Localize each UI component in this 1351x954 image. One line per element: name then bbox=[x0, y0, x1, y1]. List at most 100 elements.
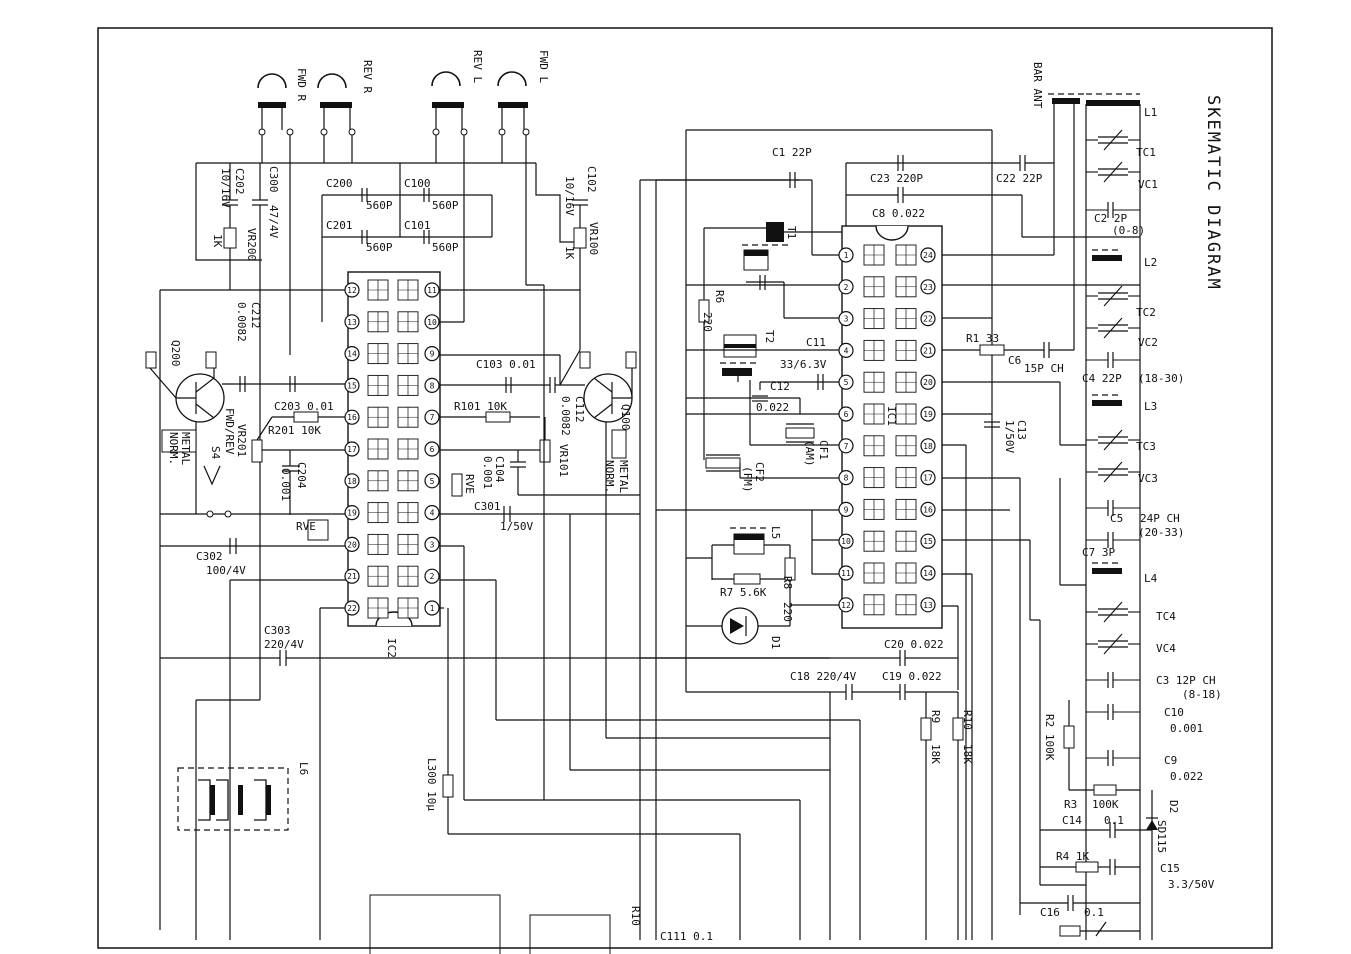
cap-c302 bbox=[229, 538, 237, 554]
ic1-left-pin bbox=[838, 342, 854, 358]
ic2-right-pin-number: 9 bbox=[430, 350, 435, 359]
label-c5: C5 bbox=[1110, 512, 1123, 525]
pot-vr201 bbox=[251, 439, 263, 463]
label-r101: R101 10K bbox=[454, 400, 507, 413]
ic1-left-pin-number: 3 bbox=[844, 315, 849, 324]
ic2-left-pin bbox=[344, 536, 360, 553]
label-c103: C103 0.01 bbox=[476, 358, 536, 371]
ic1-left-pin bbox=[838, 438, 854, 454]
label-l1: L1 bbox=[1144, 106, 1157, 119]
label-ic1: IC1 bbox=[885, 406, 898, 426]
label-r3-v: 100K bbox=[1092, 798, 1119, 811]
label-r3: R3 bbox=[1064, 798, 1077, 811]
label-c301: C301 bbox=[474, 500, 501, 513]
ic2-left-pin-number: 21 bbox=[347, 572, 357, 581]
label-r10: R10 bbox=[961, 710, 974, 730]
label-metal-b: METAL bbox=[617, 460, 630, 493]
ic1-left-pin bbox=[838, 406, 854, 422]
label-c3: C3 12P CH bbox=[1156, 674, 1216, 687]
cap-c6 bbox=[1043, 342, 1050, 358]
cap-c204 bbox=[282, 465, 300, 472]
ic2-left-pin-number: 13 bbox=[347, 318, 357, 327]
ic2-left-pin bbox=[344, 314, 360, 330]
ic1-right-pin-number: 20 bbox=[923, 378, 933, 387]
label-c22: C22 22P bbox=[996, 172, 1043, 185]
label-c200: C200 bbox=[326, 177, 353, 190]
label-l5: L5 bbox=[769, 526, 782, 539]
label-tc2: TC2 bbox=[1136, 306, 1156, 319]
label-c5-v: 24P CH bbox=[1140, 512, 1180, 525]
ic2-right-pin bbox=[424, 409, 440, 425]
head-rev-l-label: REV L bbox=[471, 50, 484, 83]
label-t1: T1 bbox=[785, 226, 798, 239]
ic1-right-pin bbox=[920, 470, 936, 486]
ic1-left-pin bbox=[838, 501, 854, 517]
transistor-q200 bbox=[175, 373, 225, 423]
ic1-left-pin-number: 6 bbox=[844, 410, 849, 419]
ic1-right-pin bbox=[920, 342, 936, 358]
ic2-right-pin bbox=[424, 282, 440, 298]
label-metal-a: METAL bbox=[179, 432, 192, 465]
ic1-left-pin bbox=[838, 374, 854, 390]
label-c4-r: (18-30) bbox=[1138, 372, 1184, 385]
cap-c104 bbox=[510, 461, 526, 468]
label-560d: 560P bbox=[432, 241, 459, 254]
diode-d2 bbox=[1146, 790, 1158, 940]
pot-vr200 bbox=[223, 227, 237, 249]
head-fwd-r: FWD R bbox=[257, 68, 308, 136]
ic2-left-pin bbox=[344, 346, 360, 362]
label-rve-b: RVE bbox=[296, 520, 316, 533]
ic2-right-pin-number: 11 bbox=[427, 286, 437, 295]
resistor-r1 bbox=[979, 344, 1005, 356]
label-c12-v: 0.022 bbox=[756, 401, 789, 414]
label-c14: C14 bbox=[1062, 814, 1082, 827]
left-labels: C202 10/16V C300 47/4V VR200 1K C212 0.0… bbox=[167, 166, 713, 943]
cap-c112 bbox=[549, 377, 556, 393]
label-c6-v: 15P CH bbox=[1024, 362, 1064, 375]
label-c15: C15 bbox=[1160, 862, 1180, 875]
label-c11-v: 33/6.3V bbox=[780, 358, 827, 371]
label-vr101: VR101 bbox=[557, 444, 570, 477]
inductor-l6 bbox=[177, 767, 289, 831]
ic1-right-pin bbox=[920, 279, 936, 295]
label-c303-v: 220/4V bbox=[264, 638, 304, 651]
ic1-right-pin-number: 16 bbox=[923, 505, 933, 514]
ic1-right-pin bbox=[920, 565, 936, 581]
head-rev-r-label: REV R bbox=[361, 60, 374, 93]
label-c8: C8 0.022 bbox=[872, 207, 925, 220]
label-c212-v: 0.0082 bbox=[235, 302, 248, 342]
resistor-r101 bbox=[485, 411, 511, 423]
label-l300: L300 10μ bbox=[425, 758, 438, 811]
label-vr100-v: 1K bbox=[563, 246, 576, 260]
label-c2: C2 2P bbox=[1094, 212, 1127, 225]
head-rev-r: REV R bbox=[317, 60, 374, 136]
ic1-right-pin-number: 15 bbox=[923, 537, 933, 546]
label-c6: C6 bbox=[1008, 354, 1021, 367]
ic2-left-pin bbox=[344, 282, 360, 298]
ic2-right-pin-number: 3 bbox=[430, 540, 435, 549]
ic2-left-pin bbox=[344, 568, 360, 584]
cap-c103 bbox=[505, 377, 512, 393]
ic2-right-pin-number: 8 bbox=[430, 381, 435, 390]
ic2-right-pin-number: 4 bbox=[430, 509, 435, 518]
resistor-r2 bbox=[1063, 725, 1075, 749]
label-c203: C203 0.01 bbox=[274, 400, 334, 413]
ic1-right-pin bbox=[920, 438, 936, 454]
filter-cf1 bbox=[785, 427, 815, 439]
label-l2: L2 bbox=[1144, 256, 1157, 269]
label-r4: R4 1K bbox=[1056, 850, 1089, 863]
label-vc4: VC4 bbox=[1156, 642, 1176, 655]
label-c301-v: 1/50V bbox=[500, 520, 533, 533]
label-c4: C4 22P bbox=[1082, 372, 1122, 385]
inductor-l300 bbox=[442, 774, 454, 798]
label-c13-v: 1/50V bbox=[1003, 420, 1016, 453]
label-ic2: IC2 bbox=[385, 638, 398, 658]
label-r8-v: 220 bbox=[781, 602, 794, 622]
label-c112: C112 bbox=[573, 396, 586, 423]
cap-c13 bbox=[984, 421, 1000, 428]
label-c104: C104 bbox=[493, 456, 506, 483]
label-c303: C303 bbox=[264, 624, 291, 637]
